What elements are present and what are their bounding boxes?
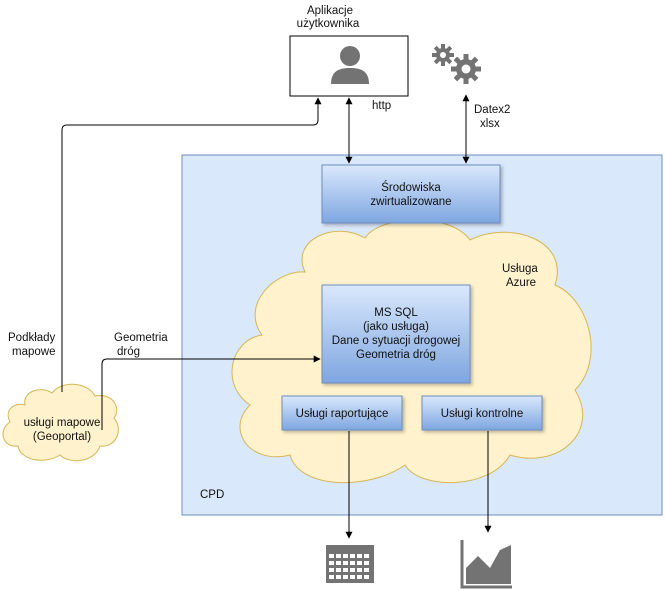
geometria-connector: [101, 355, 321, 430]
srodowiska-line2: zwirtualizowane: [370, 196, 451, 208]
mssql-line3: Dane o sytuacji drogowej: [332, 335, 461, 347]
datex-label-line1: Datex2: [474, 104, 510, 116]
azure-label-line2: Azure: [506, 277, 536, 289]
gears-icon: [432, 44, 481, 84]
geoportal-cloud: [2, 383, 119, 462]
azure-label-line1: Usługa: [502, 263, 538, 275]
srodowiska-box[interactable]: [321, 164, 501, 224]
mssql-box[interactable]: [321, 284, 471, 384]
kontrolne-box[interactable]: [421, 395, 543, 431]
raportujace-label: Usługi raportujące: [296, 408, 389, 420]
srodowiska-line1: Środowiska: [381, 181, 441, 194]
kontrolne-label: Usługi kontrolne: [441, 408, 523, 420]
geometria-label-line1: Geometria: [114, 332, 168, 344]
mssql-line4: Geometria dróg: [356, 349, 436, 361]
mssql-line1: MS SQL: [374, 307, 418, 319]
cpd-label: CPD: [200, 489, 224, 501]
user-icon: [331, 46, 369, 84]
podklady-label-line1: Podkłady: [8, 332, 56, 344]
raportujace-box[interactable]: [281, 395, 403, 431]
datex-label-line2: xlsx: [480, 118, 500, 130]
user-app-box[interactable]: [289, 35, 409, 97]
app-title-line1: Aplikacje: [307, 5, 353, 17]
podklady-connector: [61, 97, 322, 392]
podklady-label-line2: mapowe: [12, 346, 55, 358]
app-title-line2: użytkownika: [297, 18, 360, 30]
calendar-icon: [326, 545, 374, 583]
geometria-label-line2: dróg: [117, 346, 140, 358]
geoportal-line1: usługi mapowe: [24, 417, 101, 429]
mssql-line2: (jako usługa): [363, 321, 429, 333]
area-chart-icon: [460, 540, 512, 589]
geoportal-line2: (Geoportal): [33, 431, 91, 443]
http-label: http: [372, 100, 391, 112]
